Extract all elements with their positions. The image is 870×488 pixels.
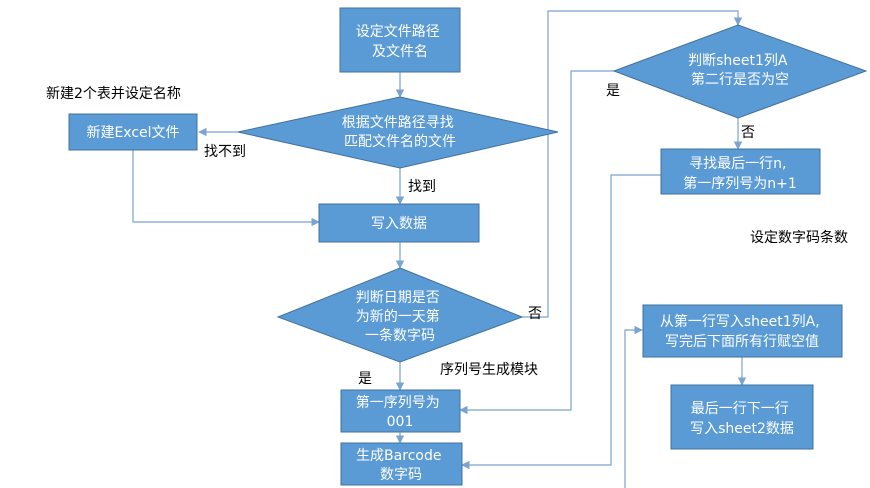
node-new-excel-text: 新建Excel文件 xyxy=(86,125,179,141)
node-gen-barcode: 生成Barcode 数字码 xyxy=(340,442,463,486)
node-check-date: 判断日期是否 为新的一天第 一条数字码 xyxy=(276,267,524,363)
label-found: 找到 xyxy=(408,179,436,195)
edge-in-to-write-from-first xyxy=(624,325,643,488)
edge-date-no-to-sheet-check xyxy=(522,10,743,318)
node-write-data-text: 写入数据 xyxy=(371,216,427,232)
label-sheet-yes: 是 xyxy=(606,83,620,99)
label-sheet-no: 否 xyxy=(741,125,755,141)
node-first-serial-text: 第一序列号为 001 xyxy=(356,394,444,430)
label-create-two-sheets: 新建2个表并设定名称 xyxy=(46,86,181,102)
node-gen-barcode-text: 生成Barcode 数字码 xyxy=(356,448,446,483)
node-find-file-text: 根据文件路径寻找 匹配文件名的文件 xyxy=(342,115,458,150)
node-write-sheet2: 最后一行下一行 写入sheet2数据 xyxy=(670,384,814,450)
label-set-count: 设定数字码条数 xyxy=(750,229,848,246)
node-new-excel: 新建Excel文件 xyxy=(68,113,198,151)
node-set-path: 设定文件路径 及文件名 xyxy=(339,7,461,73)
edge-find-last-to-barcode xyxy=(461,174,661,470)
label-date-no: 否 xyxy=(528,306,542,322)
node-find-file: 根据文件路径寻找 匹配文件名的文件 xyxy=(237,96,559,169)
node-find-last: 寻找最后一行n, 第一序列号为n+1 xyxy=(660,148,821,195)
labels: 新建2个表并设定名称 找不到 找到 否 是 序列号生成模块 是 否 设定数字码条… xyxy=(46,83,848,387)
node-first-serial: 第一序列号为 001 xyxy=(340,389,461,433)
node-write-data: 写入数据 xyxy=(318,203,480,243)
label-date-yes: 是 xyxy=(358,371,372,387)
node-set-path-text: 设定文件路径 及文件名 xyxy=(356,24,444,60)
node-write-from-first: 从第一行写入sheet1列A, 写完后下面所有行赋空值 xyxy=(642,304,843,358)
node-write-sheet2-text: 最后一行下一行 写入sheet2数据 xyxy=(690,401,794,437)
edge-sheet-check-yes-to-first xyxy=(459,70,614,415)
node-check-sheet: 判断sheet1列A 第二行是否为空 xyxy=(612,24,868,119)
label-serial-module: 序列号生成模块 xyxy=(440,362,538,378)
connectors xyxy=(132,10,747,488)
label-not-found: 找不到 xyxy=(204,144,246,160)
node-write-from-first-text: 从第一行写入sheet1列A, 写完后下面所有行赋空值 xyxy=(660,313,824,350)
edge-new-excel-to-write xyxy=(132,150,320,227)
node-find-last-text: 寻找最后一行n, 第一序列号为n+1 xyxy=(683,156,797,192)
node-check-date-text: 判断日期是否 为新的一天第 一条数字码 xyxy=(356,290,444,344)
node-check-sheet-text: 判断sheet1列A 第二行是否为空 xyxy=(688,53,792,88)
